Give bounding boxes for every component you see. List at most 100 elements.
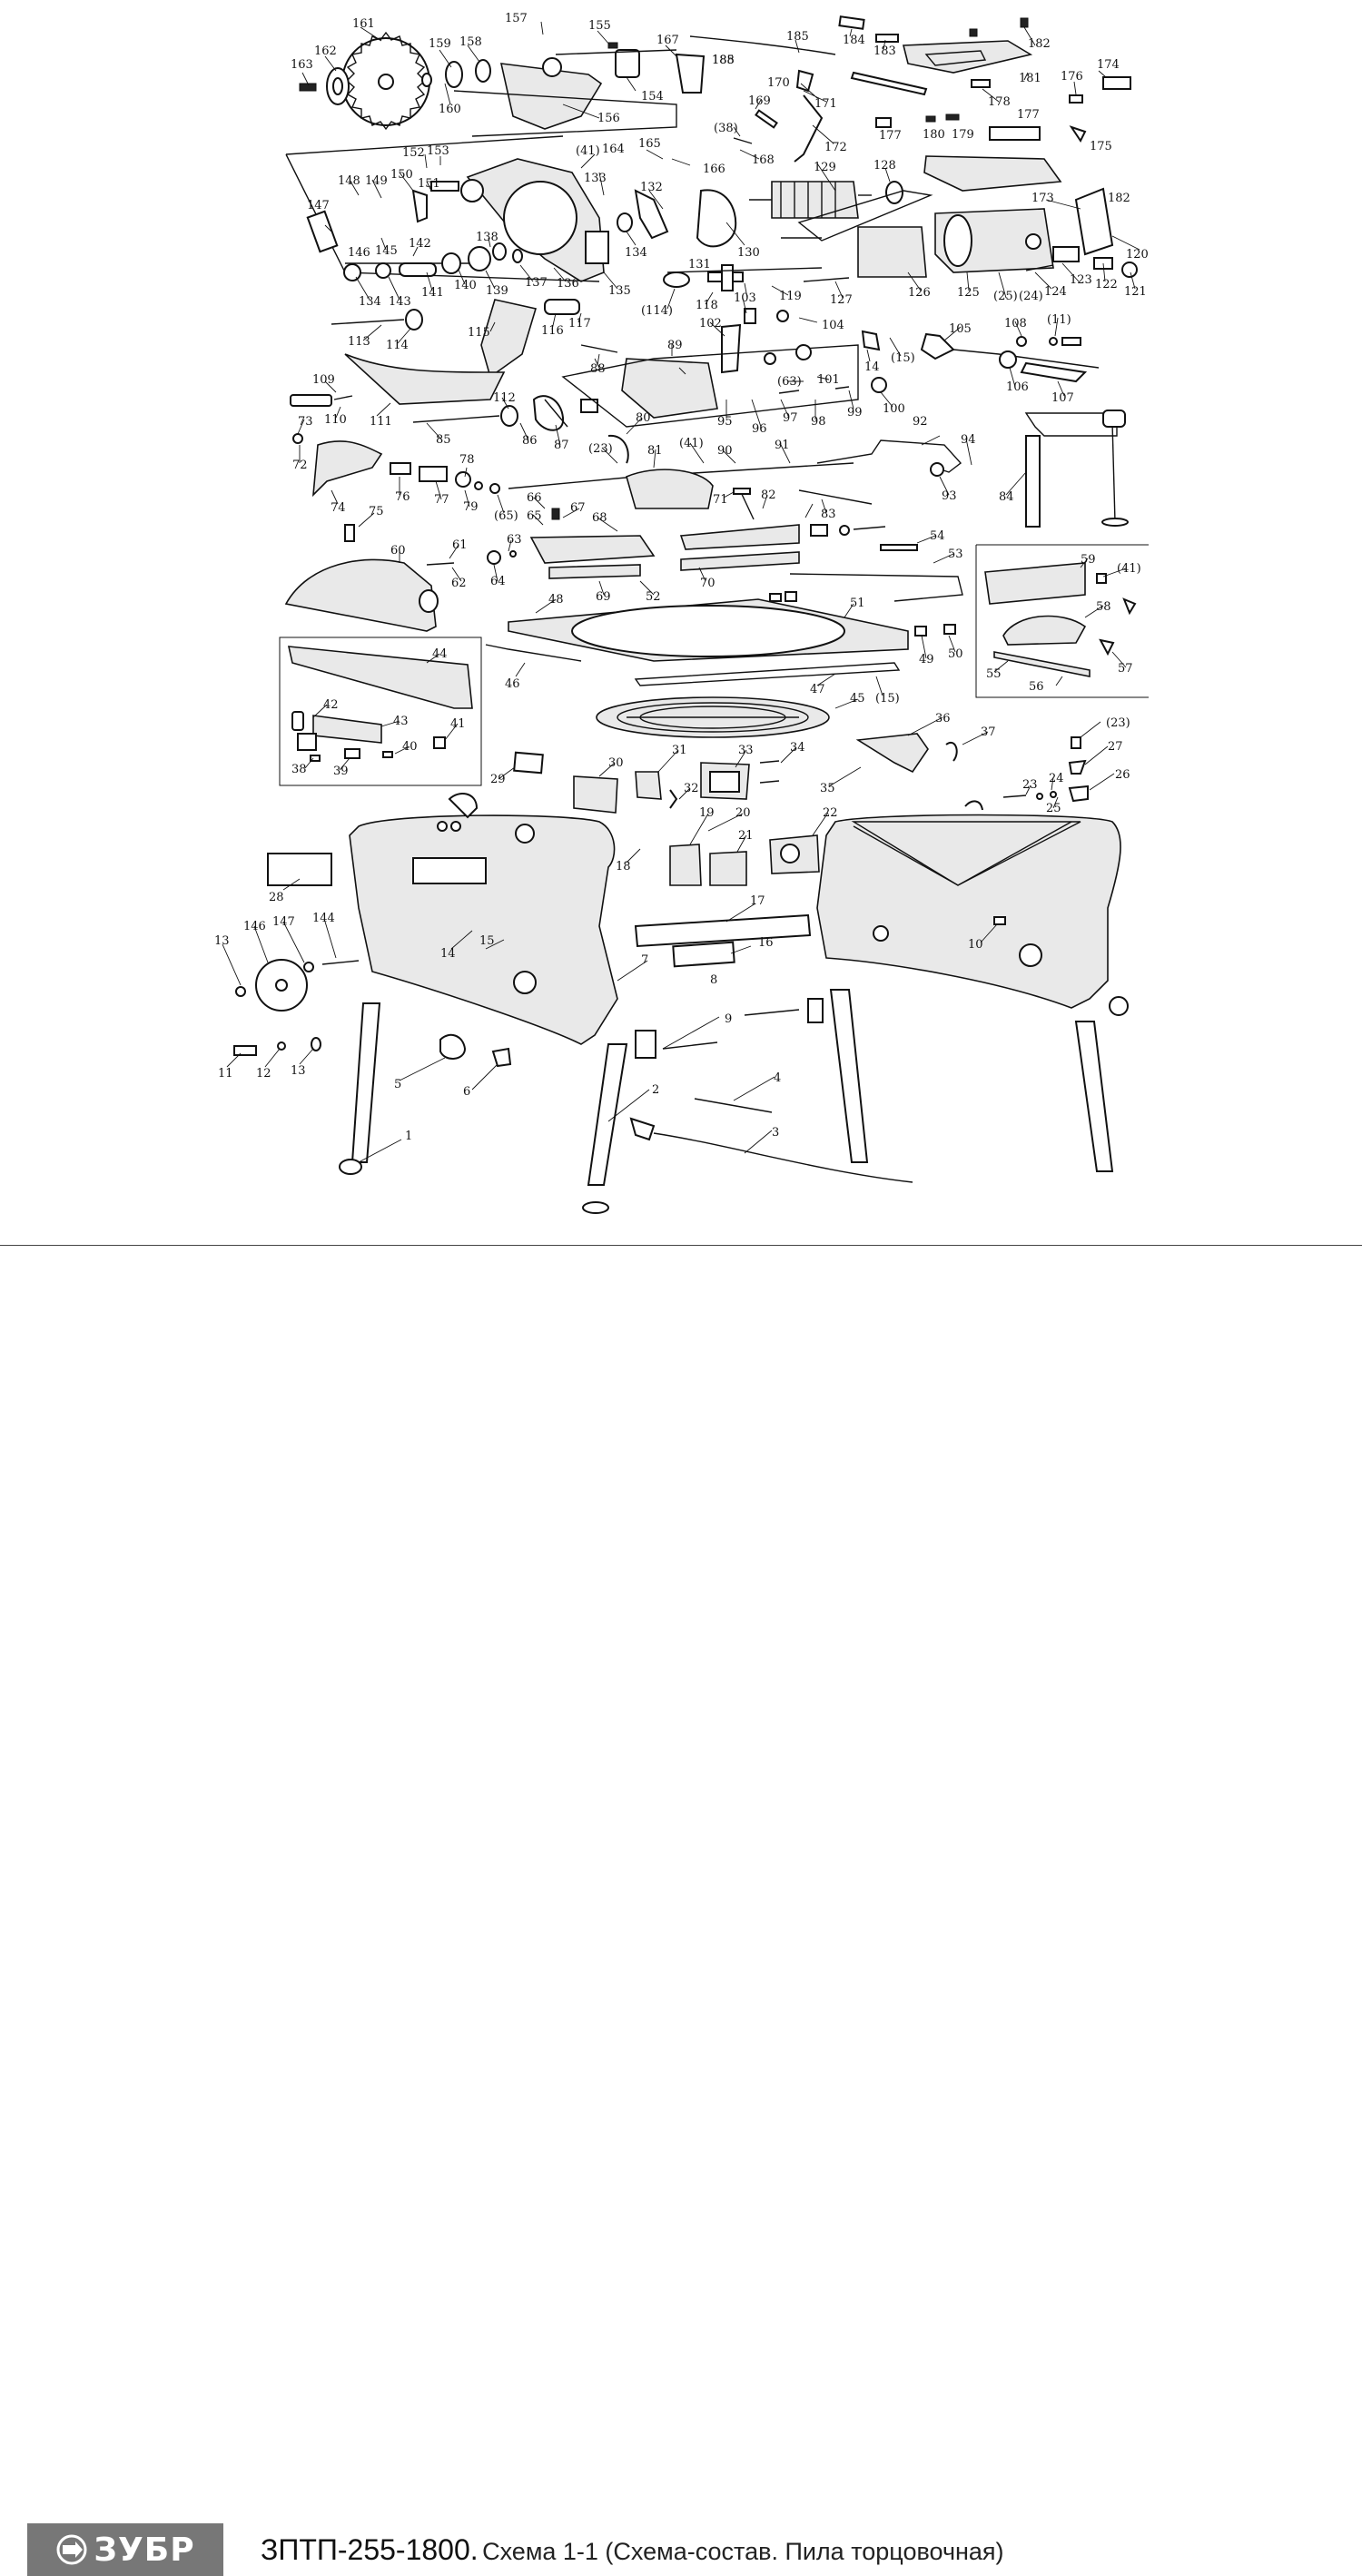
part-label: 118 [696, 299, 718, 312]
part-label: 180 [923, 128, 945, 142]
part-label: 71 [713, 493, 728, 507]
part-label: 167 [656, 34, 679, 47]
part-label: 111 [370, 415, 392, 429]
part-label: 176 [1061, 70, 1083, 84]
part-label: 182 [1108, 192, 1130, 205]
part-label: 20 [735, 806, 751, 820]
part-label: 82 [761, 489, 776, 502]
part-label: 14 [440, 947, 456, 961]
document-subtitle: Схема 1-1 (Схема-состав. Пила торцовочна… [482, 2538, 1004, 2565]
part-label: 28 [269, 891, 284, 904]
part-label: 83 [821, 508, 836, 521]
part-label: 169 [748, 94, 771, 108]
rail-left [529, 535, 656, 564]
part-label: 78 [459, 453, 475, 467]
part-label: 39 [333, 765, 349, 778]
part-label: 156 [597, 112, 620, 125]
brand-logo: ЗУБР [27, 2523, 223, 2576]
part-label: 93 [942, 489, 957, 503]
part-label: 69 [596, 590, 611, 604]
handle-body [923, 155, 1062, 192]
part-label: 122 [1095, 278, 1118, 291]
part-label: 120 [1126, 248, 1149, 262]
part-label: 30 [608, 756, 624, 770]
part-label: 44 [432, 647, 448, 661]
part-label: 2 [652, 1083, 659, 1097]
part-label: 148 [338, 174, 360, 188]
document-title: ЗПТП-255-1800. Схема 1-1 (Схема-состав. … [261, 2533, 1004, 2567]
part-label: 95 [717, 415, 733, 429]
part-label: 103 [734, 291, 756, 305]
part-label: 36 [935, 712, 951, 725]
part-label: 177 [1017, 108, 1040, 122]
handle-assembly [689, 15, 1131, 192]
part-label: 125 [957, 286, 980, 300]
part-label: 45 [850, 692, 865, 706]
part-label: (23) [1106, 716, 1130, 730]
part-label: 162 [314, 44, 337, 58]
fan [696, 189, 737, 248]
part-label: 68 [592, 511, 607, 525]
switch-box [573, 775, 618, 814]
part-label: 85 [436, 433, 451, 447]
rails [292, 433, 962, 579]
stand-leg-frame-right [816, 814, 1121, 1009]
part-label: 86 [522, 434, 538, 448]
part-label: 159 [429, 37, 451, 51]
part-label: 102 [699, 317, 722, 331]
part-label: 47 [810, 683, 825, 696]
part-label: 130 [737, 246, 760, 260]
part-label: 135 [608, 284, 631, 298]
electrical-parts [513, 733, 958, 886]
cross-bar [634, 913, 812, 948]
part-label: 132 [640, 181, 663, 194]
part-label: 55 [986, 667, 1002, 681]
part-label: 32 [684, 782, 699, 795]
part-label: 163 [291, 58, 313, 72]
part-label: 107 [1051, 391, 1074, 405]
part-label: 50 [948, 647, 963, 661]
handle-cover [902, 40, 1033, 74]
part-label: 72 [292, 459, 308, 472]
part-label: 6 [463, 1085, 470, 1099]
part-label: 56 [1029, 680, 1044, 694]
part-label: 117 [568, 317, 591, 331]
part-label: 178 [988, 95, 1011, 109]
part-label: 94 [961, 433, 976, 447]
part-label: 18 [616, 860, 631, 873]
spindle-parts [285, 135, 744, 331]
part-label: 22 [823, 806, 838, 820]
part-label: 154 [641, 90, 664, 104]
part-label: 46 [505, 677, 520, 691]
saw-guard-cover [284, 558, 437, 632]
rail-right [679, 524, 800, 550]
part-label: 157 [505, 12, 528, 25]
part-label: 137 [525, 276, 548, 290]
motor-assembly [460, 158, 1138, 282]
part-label: 13 [214, 934, 230, 948]
part-label: 67 [570, 501, 586, 515]
part-label: 34 [790, 741, 805, 755]
part-label: 1 [405, 1130, 412, 1143]
part-label: 74 [331, 501, 346, 515]
part-label: 166 [703, 163, 725, 176]
armature [771, 181, 859, 219]
part-label: 140 [454, 279, 477, 292]
part-label: 188 [712, 54, 735, 67]
part-label: 170 [767, 76, 790, 90]
part-label: 136 [557, 277, 579, 291]
part-label: 96 [752, 422, 767, 436]
part-label: 12 [256, 1067, 271, 1081]
part-label: 114 [386, 339, 409, 352]
part-label: 99 [847, 406, 863, 419]
part-label: 165 [638, 137, 661, 151]
part-label: 37 [981, 725, 996, 739]
part-number-labels: 161 162 163 159 158 160 157 155 154 156 … [214, 12, 1149, 1143]
miter-detail-box [975, 544, 1149, 698]
part-label: (65) [494, 509, 518, 523]
part-label: 143 [389, 295, 411, 309]
part-label: (41) [679, 437, 704, 450]
part-label: 168 [752, 153, 775, 167]
part-label: 66 [527, 491, 542, 505]
table-guard [284, 558, 439, 632]
